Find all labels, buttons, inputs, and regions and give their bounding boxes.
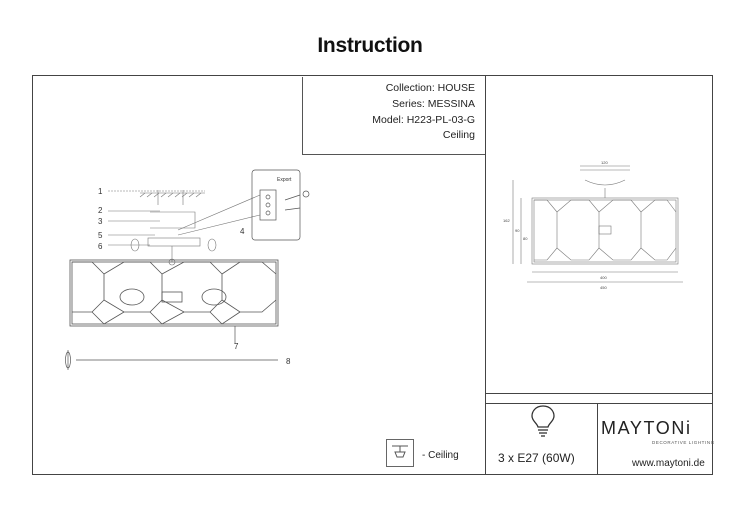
bulb-icon — [531, 405, 555, 437]
product-info-box: Collection: HOUSE Series: MESSINA Model:… — [302, 77, 485, 155]
ceiling-mount-icon — [386, 439, 414, 467]
assembly-diagram: Export — [65, 169, 310, 370]
series-label: Series: MESSINA — [392, 98, 475, 110]
dim-label-2: 400 — [600, 275, 607, 280]
mount-label: Ceiling — [442, 129, 475, 141]
inset-label: Export — [277, 177, 292, 183]
ceiling-legend-label: - Ceiling — [422, 450, 459, 461]
vertical-divider — [485, 75, 486, 475]
part-number-3: 3 — [98, 217, 103, 226]
collection-label: Collection: HOUSE — [385, 82, 475, 94]
dimension-drawing: 120 400 450 162 90 80 — [503, 160, 683, 290]
part-number-4: 4 — [240, 227, 245, 236]
brand-tagline: DECORATIVE LIGHTING — [652, 440, 715, 445]
horizontal-divider — [485, 393, 713, 394]
model-label: Model: H223-PL-03-G — [372, 114, 475, 126]
instruction-frame — [32, 75, 713, 475]
dim-label-6: 80 — [523, 236, 528, 241]
page-title: Instruction — [317, 34, 423, 57]
part-number-2: 2 — [98, 206, 103, 215]
part-number-7: 7 — [234, 342, 239, 351]
part-number-8: 8 — [286, 357, 291, 366]
website-link[interactable]: www.maytoni.de — [632, 458, 705, 469]
footer-divider — [597, 403, 598, 475]
part-number-5: 5 — [98, 231, 103, 240]
dim-label-3: 450 — [600, 285, 607, 290]
dim-label-4: 162 — [503, 218, 510, 223]
part-number-1: 1 — [98, 187, 103, 196]
bulb-spec: 3 x E27 (60W) — [498, 451, 575, 465]
dim-label-5: 90 — [515, 228, 520, 233]
brand-logo: MAYTONi — [601, 418, 692, 438]
horizontal-divider-2 — [485, 403, 713, 404]
part-number-6: 6 — [98, 242, 103, 251]
dim-label-1: 120 — [601, 160, 608, 165]
